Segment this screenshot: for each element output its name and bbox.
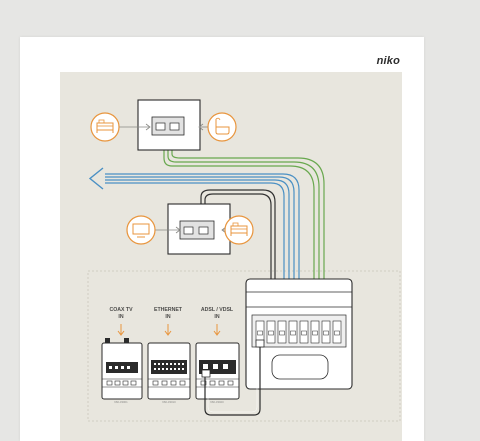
arrow-left-icon bbox=[88, 167, 104, 190]
coax-module bbox=[101, 338, 143, 400]
cabinet-outline bbox=[87, 270, 401, 422]
monitor-icon bbox=[126, 215, 156, 245]
brand-logo: niko bbox=[376, 55, 400, 67]
bed-icon bbox=[90, 112, 120, 142]
brochure-page: niko bbox=[20, 37, 424, 441]
ethernet-sub: IN bbox=[165, 314, 170, 320]
adsl-sub: IN bbox=[214, 314, 219, 320]
bath-icon bbox=[207, 112, 237, 142]
coax-title: COAX TV bbox=[109, 307, 133, 313]
patch-panel bbox=[245, 278, 353, 390]
connector-lines-top bbox=[119, 123, 210, 131]
bed-icon bbox=[224, 215, 254, 245]
ethernet-title: ETHERNET bbox=[154, 307, 183, 313]
network-diagram: COAX TV IN ETHERNET IN ADSL / VDSL IN bbox=[60, 72, 402, 441]
arrow-down-icon bbox=[117, 324, 221, 336]
ethernet-module bbox=[147, 342, 191, 400]
adsl-code: 660-33020 bbox=[210, 400, 224, 404]
ethernet-code: 660-33010 bbox=[162, 400, 176, 404]
patch-cord bbox=[201, 339, 265, 416]
adsl-module bbox=[195, 342, 240, 400]
coax-code: 660-33001 bbox=[114, 400, 128, 404]
wall-outlet-bottom bbox=[167, 203, 231, 255]
adsl-title: ADSL / VDSL bbox=[201, 307, 234, 313]
wall-outlet-top bbox=[137, 99, 201, 151]
cable-bundle bbox=[105, 150, 325, 279]
coax-sub: IN bbox=[118, 314, 123, 320]
